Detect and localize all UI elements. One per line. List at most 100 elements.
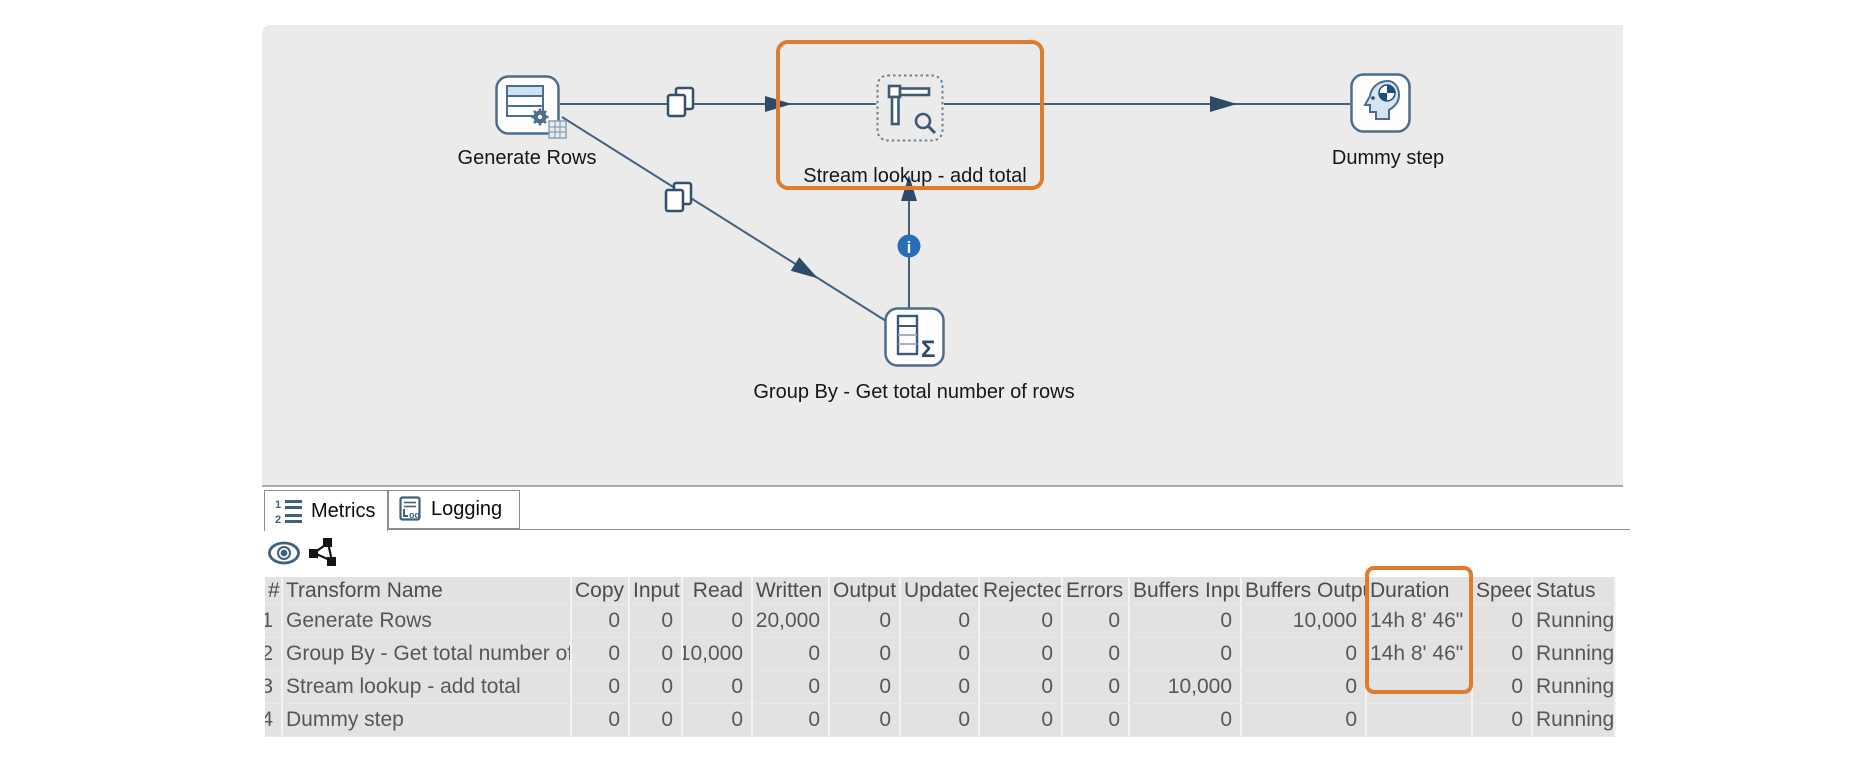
- table-cell: 0: [1473, 605, 1533, 637]
- hop-arrow-icon: [1210, 96, 1237, 112]
- table-cell: 0: [901, 671, 980, 703]
- table-cell: 0: [830, 671, 901, 703]
- table-cell: 4: [265, 704, 283, 736]
- table-cell: 0: [1063, 605, 1130, 637]
- table-cell: 20,000: [753, 605, 830, 637]
- table-cell: 0: [901, 605, 980, 637]
- table-cell: 0: [830, 638, 901, 670]
- svg-text:1: 1: [275, 499, 281, 511]
- table-cell: 0: [572, 605, 630, 637]
- table-cell: 0: [980, 671, 1063, 703]
- tab-metrics[interactable]: 1 2 Metrics: [264, 490, 388, 531]
- table-cell: 10,000: [1242, 605, 1367, 637]
- tabbar-rule: [264, 529, 1630, 530]
- table-cell: Running: [1533, 704, 1616, 736]
- pipeline-canvas[interactable]: i: [262, 25, 1623, 487]
- column-header: Input: [630, 577, 683, 604]
- table-cell: 0: [572, 671, 630, 703]
- table-cell: 2: [265, 638, 283, 670]
- node-dummy-step[interactable]: [1350, 73, 1411, 138]
- column-header: Updated: [901, 577, 980, 604]
- table-cell: 0: [683, 704, 753, 736]
- node-label-group-by: Group By - Get total number of rows: [753, 381, 1075, 403]
- info-icon[interactable]: i: [897, 234, 921, 258]
- table-cell: 0: [901, 638, 980, 670]
- table-cell: 10,000: [683, 638, 753, 670]
- column-header: Status: [1533, 577, 1616, 604]
- table-cell: 0: [1242, 638, 1367, 670]
- svg-text:og: og: [409, 510, 420, 520]
- column-header: Buffers Input: [1130, 577, 1242, 604]
- lineage-graph-icon[interactable]: [309, 538, 340, 567]
- node-stream-lookup[interactable]: [876, 74, 944, 147]
- table-cell: 0: [901, 704, 980, 736]
- hop-line: [561, 116, 887, 322]
- table-cell: 0: [683, 671, 753, 703]
- node-label-generate-rows: Generate Rows: [457, 147, 597, 169]
- table-cell: 0: [1242, 704, 1367, 736]
- table-cell: 0: [830, 605, 901, 637]
- table-cell: 0: [830, 704, 901, 736]
- table-cell: Running: [1533, 605, 1616, 637]
- head-target-icon: [1350, 73, 1411, 133]
- table-cell: Dummy step: [283, 704, 572, 736]
- copy-rows-icon: [664, 181, 693, 213]
- gear-icon: [531, 108, 549, 126]
- table-cell: 0: [572, 704, 630, 736]
- table-cell: 0: [1242, 671, 1367, 703]
- table-cell: 0: [980, 704, 1063, 736]
- table-cell: 0: [980, 605, 1063, 637]
- tab-metrics-label: Metrics: [311, 499, 376, 522]
- table-cell: 0: [753, 704, 830, 736]
- table-cell: 0: [1130, 638, 1242, 670]
- numbered-list-icon: 1 2: [275, 499, 302, 525]
- log-document-icon: og: [399, 496, 421, 521]
- table-sigma-icon: Σ: [884, 307, 945, 367]
- table-cell: 3: [265, 671, 283, 703]
- column-header: #: [265, 577, 283, 604]
- tab-logging[interactable]: og Logging: [388, 490, 520, 529]
- table-cell: Group By - Get total number of rows: [283, 638, 572, 670]
- table-cell: Running: [1533, 638, 1616, 670]
- hop-lines-layer: i: [560, 86, 1350, 322]
- table-cell: 1: [265, 605, 283, 637]
- column-header: Read: [683, 577, 753, 604]
- node-label-dummy-step: Dummy step: [1331, 147, 1445, 169]
- table-cell: 0: [753, 638, 830, 670]
- table-cell: 0: [1063, 671, 1130, 703]
- column-header: Rejected: [980, 577, 1063, 604]
- table-cell: Stream lookup - add total: [283, 671, 572, 703]
- table-cell: 0: [630, 704, 683, 736]
- svg-text:2: 2: [275, 514, 281, 525]
- table-cell: Running: [1533, 671, 1616, 703]
- table-cell: 0: [630, 671, 683, 703]
- node-label-stream-lookup: Stream lookup - add total: [803, 165, 1027, 187]
- table-cell: 0: [753, 671, 830, 703]
- table-cell: 0: [572, 638, 630, 670]
- table-cell: 0: [630, 638, 683, 670]
- table-cell: Generate Rows: [283, 605, 572, 637]
- tab-logging-label: Logging: [431, 498, 503, 520]
- metrics-table-row[interactable]: 2Group By - Get total number of rows0010…: [265, 638, 1616, 671]
- preview-eye-icon[interactable]: [267, 540, 301, 566]
- annotation-duration-highlight: [1365, 566, 1473, 694]
- table-cell: 10,000: [1130, 671, 1242, 703]
- svg-text:Σ: Σ: [921, 336, 935, 363]
- node-generate-rows[interactable]: [495, 75, 579, 150]
- table-cell: 0: [683, 605, 753, 637]
- node-group-by[interactable]: Σ: [884, 307, 945, 372]
- grid-badge-icon: [548, 120, 567, 139]
- table-cell: 0: [980, 638, 1063, 670]
- copy-rows-icon: [666, 86, 695, 118]
- table-cell: 0: [630, 605, 683, 637]
- svg-text:i: i: [907, 238, 912, 257]
- table-cell: 0: [1473, 704, 1533, 736]
- annotation-stream-lookup-highlight: [776, 40, 1044, 190]
- column-header: Speed: [1473, 577, 1533, 604]
- table-cell: 0: [1130, 605, 1242, 637]
